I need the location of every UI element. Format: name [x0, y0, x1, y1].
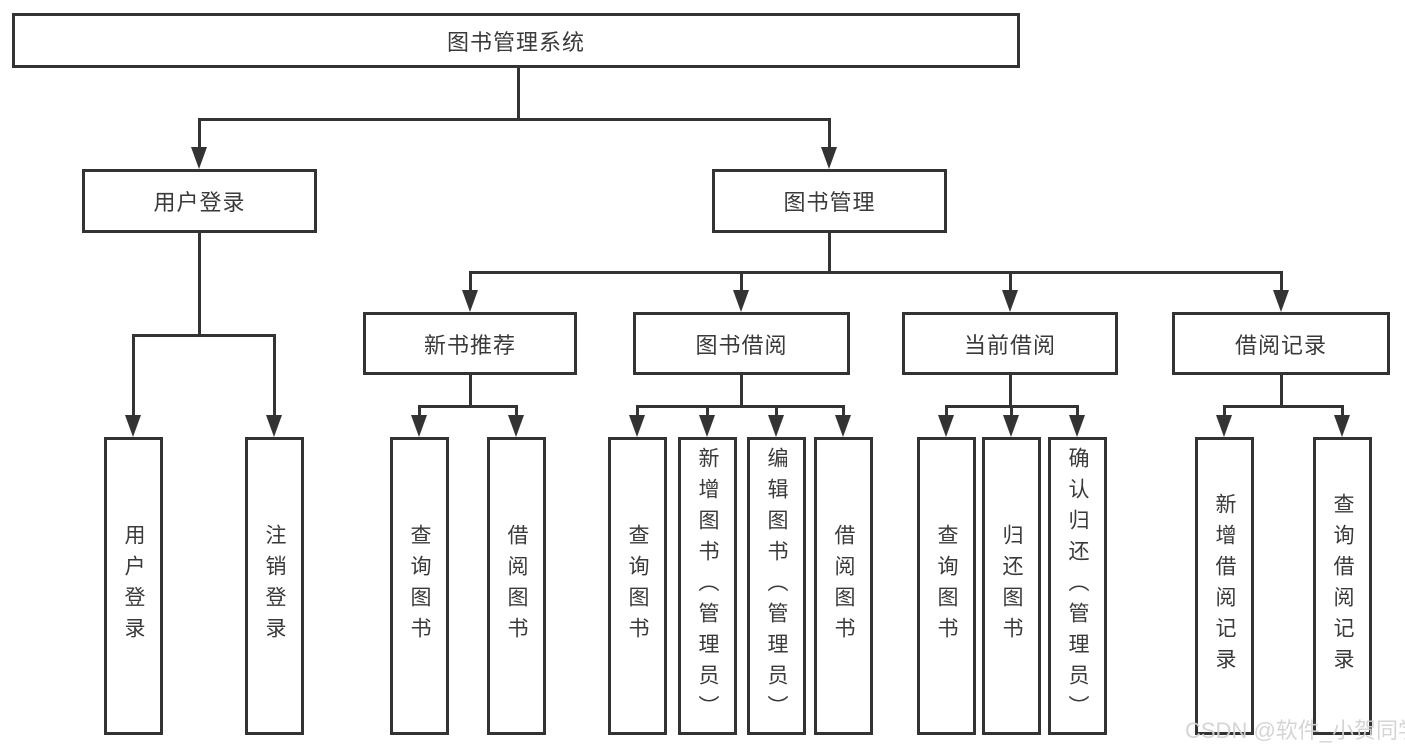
node-new-book-recommend: 新书推荐	[363, 312, 577, 375]
connector-line	[1076, 405, 1079, 418]
leaf-add-borrow-record: 新增借阅记录	[1195, 437, 1254, 735]
node-label: 借阅记录	[1234, 332, 1327, 358]
node-label: 图书借阅	[695, 332, 788, 358]
connector-line	[1010, 405, 1013, 418]
arrow-down-icon	[733, 290, 749, 312]
connector-line	[469, 375, 472, 407]
arrow-down-icon	[191, 147, 207, 169]
connector-line	[198, 233, 201, 336]
arrow-down-icon	[699, 415, 715, 437]
connector-line	[945, 405, 948, 418]
arrow-down-icon	[768, 415, 784, 437]
arrow-down-icon	[938, 415, 954, 437]
arrow-down-icon	[1334, 415, 1350, 437]
leaf-add-books-admin: 新增图书（管理员）	[678, 437, 737, 735]
leaf-borrow-books: 借阅图书	[487, 437, 546, 735]
connector-line	[1341, 405, 1344, 418]
arrow-down-icon	[266, 415, 282, 437]
connector-line	[1280, 271, 1283, 293]
leaf-label: 用户登录	[122, 524, 145, 648]
node-label: 当前借阅	[963, 332, 1056, 358]
arrow-down-icon	[1273, 290, 1289, 312]
connector-line	[637, 405, 844, 408]
connector-line	[842, 405, 845, 418]
leaf-label: 查询图书	[935, 524, 958, 648]
connector-line	[740, 271, 743, 293]
arrow-down-icon	[1003, 415, 1019, 437]
connector-line	[132, 334, 135, 417]
connector-line	[198, 118, 201, 149]
arrow-down-icon	[1216, 415, 1232, 437]
node-label: 图书管理系统	[446, 29, 585, 55]
node-library-management-system: 图书管理系统	[12, 13, 1020, 68]
connector-line	[198, 118, 831, 121]
leaf-query-books: 查询图书	[390, 437, 449, 735]
arrow-down-icon	[1002, 290, 1018, 312]
leaf-label: 借阅图书	[505, 524, 528, 648]
connector-line	[775, 405, 778, 418]
node-label: 新书推荐	[423, 332, 516, 358]
arrow-down-icon	[411, 415, 427, 437]
leaf-borrow-books-2: 借阅图书	[814, 437, 873, 735]
arrow-down-icon	[1069, 415, 1085, 437]
connector-line	[1009, 271, 1012, 293]
leaf-label: 借阅图书	[832, 524, 855, 648]
leaf-confirm-return-admin: 确认归还（管理员）	[1048, 437, 1107, 735]
connector-line	[1223, 405, 1226, 418]
leaf-logout: 注销登录	[245, 437, 304, 735]
leaf-label: 新增图书（管理员）	[696, 446, 719, 726]
leaf-label: 注销登录	[263, 524, 286, 648]
leaf-label: 归还图书	[1000, 524, 1023, 648]
connector-line	[133, 334, 274, 337]
leaf-label: 查询图书	[408, 524, 431, 648]
leaf-label: 新增借阅记录	[1213, 493, 1236, 679]
leaf-query-books-2: 查询图书	[608, 437, 667, 735]
connector-line	[740, 375, 743, 407]
connector-line	[419, 405, 517, 408]
connector-line	[469, 271, 472, 293]
node-label: 用户登录	[153, 190, 246, 215]
connector-line	[1224, 405, 1343, 408]
leaf-label: 查询图书	[626, 524, 649, 648]
connector-line	[1280, 375, 1283, 407]
arrow-down-icon	[629, 415, 645, 437]
connector-line	[828, 118, 831, 149]
connector-line	[517, 68, 520, 120]
connector-line	[636, 405, 639, 418]
connector-line	[273, 334, 276, 417]
node-book-borrowing: 图书借阅	[633, 312, 850, 375]
connector-line	[418, 405, 421, 418]
connector-line	[706, 405, 709, 418]
connector-line	[828, 233, 831, 273]
leaf-query-books-3: 查询图书	[917, 437, 976, 735]
connector-line	[1009, 375, 1012, 407]
leaf-label: 编辑图书（管理员）	[765, 446, 788, 726]
connector-line	[469, 271, 1281, 274]
leaf-return-books: 归还图书	[982, 437, 1041, 735]
watermark: CSDN @软件_小贺同学	[1185, 718, 1405, 743]
arrow-down-icon	[125, 415, 141, 437]
leaf-label: 查询借阅记录	[1331, 493, 1354, 679]
node-book-management: 图书管理	[712, 169, 947, 233]
leaf-user-login: 用户登录	[104, 437, 163, 735]
node-label: 图书管理	[783, 190, 876, 215]
arrow-down-icon	[835, 415, 851, 437]
arrow-down-icon	[821, 147, 837, 169]
connector-line	[515, 405, 518, 418]
node-borrowing-records: 借阅记录	[1172, 312, 1390, 375]
arrow-down-icon	[508, 415, 524, 437]
leaf-edit-books-admin: 编辑图书（管理员）	[747, 437, 806, 735]
node-current-borrowing: 当前借阅	[902, 312, 1118, 375]
leaf-label: 确认归还（管理员）	[1066, 446, 1089, 726]
arrow-down-icon	[462, 290, 478, 312]
node-user-login: 用户登录	[82, 169, 317, 233]
leaf-query-borrow-record: 查询借阅记录	[1313, 437, 1372, 735]
